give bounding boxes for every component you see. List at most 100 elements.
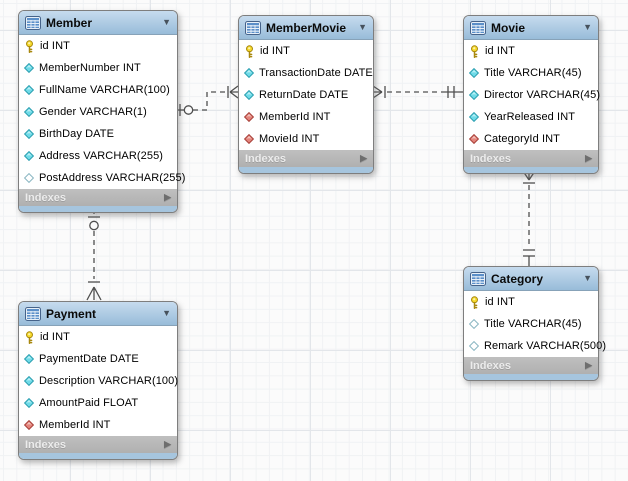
column-label: FullName VARCHAR(100) bbox=[39, 84, 170, 96]
foreign-key-column-icon bbox=[244, 112, 254, 122]
indexes-label: Indexes bbox=[25, 438, 66, 451]
table-icon bbox=[25, 16, 41, 30]
table-category-indexes[interactable]: Indexes ▶ bbox=[464, 357, 598, 374]
table-membermovie-indexes[interactable]: Indexes ▶ bbox=[239, 150, 373, 167]
column-label: Title VARCHAR(45) bbox=[484, 67, 582, 79]
expand-arrow-icon: ▶ bbox=[164, 192, 171, 202]
not-null-column-icon bbox=[24, 85, 34, 95]
table-membermovie-header[interactable]: MemberMovie ▼ bbox=[239, 16, 373, 40]
table-icon bbox=[470, 21, 486, 35]
column-row: PostAddress VARCHAR(255) bbox=[19, 167, 185, 189]
column-row: MemberId INT bbox=[19, 414, 177, 436]
table-title: Movie bbox=[491, 20, 526, 35]
table-title: MemberMovie bbox=[266, 20, 347, 35]
collapse-arrow-icon[interactable]: ▼ bbox=[583, 273, 592, 283]
foreign-key-column-icon bbox=[24, 420, 34, 430]
not-null-column-icon bbox=[244, 90, 254, 100]
collapse-arrow-icon[interactable]: ▼ bbox=[162, 308, 171, 318]
collapse-arrow-icon[interactable]: ▼ bbox=[162, 17, 171, 27]
table-accent-strip bbox=[19, 206, 177, 212]
table-accent-strip bbox=[239, 167, 373, 173]
column-row: MemberId INT bbox=[239, 106, 373, 128]
table-payment-indexes[interactable]: Indexes ▶ bbox=[19, 436, 177, 453]
column-label: id INT bbox=[485, 45, 515, 57]
column-label: id INT bbox=[40, 331, 70, 343]
expand-arrow-icon: ▶ bbox=[585, 360, 592, 370]
column-label: CategoryId INT bbox=[484, 133, 560, 145]
primary-key-icon bbox=[469, 45, 480, 58]
table-movie-columns: id INT Title VARCHAR(45) Director VARCHA… bbox=[464, 40, 600, 150]
collapse-arrow-icon[interactable]: ▼ bbox=[583, 22, 592, 32]
nullable-column-icon bbox=[469, 319, 479, 329]
table-title: Payment bbox=[46, 306, 97, 321]
column-label: id INT bbox=[260, 45, 290, 57]
column-label: Remark VARCHAR(500) bbox=[484, 340, 607, 352]
column-label: id INT bbox=[40, 40, 70, 52]
column-label: Title VARCHAR(45) bbox=[484, 318, 582, 330]
column-row: MovieId INT bbox=[239, 128, 373, 150]
table-payment-columns: id INT PaymentDate DATE Description VARC… bbox=[19, 326, 179, 436]
column-row: AmountPaid FLOAT bbox=[19, 392, 177, 414]
column-row: Title VARCHAR(45) bbox=[464, 62, 598, 84]
column-row: Address VARCHAR(255) bbox=[19, 145, 177, 167]
not-null-column-icon bbox=[24, 107, 34, 117]
column-row: id INT bbox=[464, 291, 598, 313]
column-label: TransactionDate DATE bbox=[259, 67, 373, 79]
table-member-indexes[interactable]: Indexes ▶ bbox=[19, 189, 177, 206]
table-movie[interactable]: Movie ▼ id INT Title VARCHAR(45) Directo… bbox=[463, 15, 600, 174]
column-row: YearReleased INT bbox=[464, 106, 598, 128]
table-accent-strip bbox=[464, 167, 598, 173]
primary-key-icon bbox=[244, 45, 255, 58]
relationship-member-payment[interactable] bbox=[86, 211, 102, 301]
table-movie-indexes[interactable]: Indexes ▶ bbox=[464, 150, 598, 167]
table-membermovie[interactable]: MemberMovie ▼ id INT TransactionDate DAT… bbox=[238, 15, 374, 174]
column-label: id INT bbox=[485, 296, 515, 308]
column-label: PostAddress VARCHAR(255) bbox=[39, 172, 186, 184]
table-member[interactable]: Member ▼ id INT MemberNumber INT FullNam… bbox=[18, 10, 185, 213]
indexes-label: Indexes bbox=[245, 152, 286, 165]
column-row: CategoryId INT bbox=[464, 128, 598, 150]
not-null-column-icon bbox=[469, 112, 479, 122]
not-null-column-icon bbox=[469, 90, 479, 100]
table-member-columns: id INT MemberNumber INT FullName VARCHAR… bbox=[19, 35, 185, 189]
table-title: Category bbox=[491, 271, 544, 286]
foreign-key-column-icon bbox=[469, 134, 479, 144]
column-row: Remark VARCHAR(500) bbox=[464, 335, 606, 357]
relationship-member-membermovie[interactable] bbox=[176, 85, 239, 116]
nullable-column-icon bbox=[469, 341, 479, 351]
table-category-header[interactable]: Category ▼ bbox=[464, 267, 598, 291]
column-label: MemberNumber INT bbox=[39, 62, 141, 74]
nullable-column-icon bbox=[24, 173, 34, 183]
column-row: Title VARCHAR(45) bbox=[464, 313, 598, 335]
column-label: Address VARCHAR(255) bbox=[39, 150, 164, 162]
foreign-key-column-icon bbox=[244, 134, 254, 144]
table-category-columns: id INT Title VARCHAR(45) Remark VARCHAR(… bbox=[464, 291, 606, 357]
column-row: Description VARCHAR(100) bbox=[19, 370, 179, 392]
column-row: Director VARCHAR(45) bbox=[464, 84, 600, 106]
relationship-movie-category[interactable] bbox=[522, 170, 536, 266]
column-row: id INT bbox=[239, 40, 373, 62]
table-payment[interactable]: Payment ▼ id INT PaymentDate DATE Descri… bbox=[18, 301, 178, 460]
column-label: Gender VARCHAR(1) bbox=[39, 106, 147, 118]
relationship-membermovie-movie[interactable] bbox=[372, 85, 463, 99]
column-label: Description VARCHAR(100) bbox=[39, 375, 179, 387]
column-label: MemberId INT bbox=[39, 419, 111, 431]
collapse-arrow-icon[interactable]: ▼ bbox=[358, 22, 367, 32]
table-payment-header[interactable]: Payment ▼ bbox=[19, 302, 177, 326]
table-movie-header[interactable]: Movie ▼ bbox=[464, 16, 598, 40]
column-label: PaymentDate DATE bbox=[39, 353, 139, 365]
table-category[interactable]: Category ▼ id INT Title VARCHAR(45) Rema… bbox=[463, 266, 606, 381]
table-icon bbox=[470, 272, 486, 286]
column-row: id INT bbox=[19, 326, 177, 348]
not-null-column-icon bbox=[24, 63, 34, 73]
table-accent-strip bbox=[19, 453, 177, 459]
column-row: MemberNumber INT bbox=[19, 57, 177, 79]
column-row: BirthDay DATE bbox=[19, 123, 177, 145]
table-member-header[interactable]: Member ▼ bbox=[19, 11, 177, 35]
column-row: id INT bbox=[464, 40, 598, 62]
column-row: TransactionDate DATE bbox=[239, 62, 373, 84]
column-label: BirthDay DATE bbox=[39, 128, 115, 140]
column-label: AmountPaid FLOAT bbox=[39, 397, 139, 409]
